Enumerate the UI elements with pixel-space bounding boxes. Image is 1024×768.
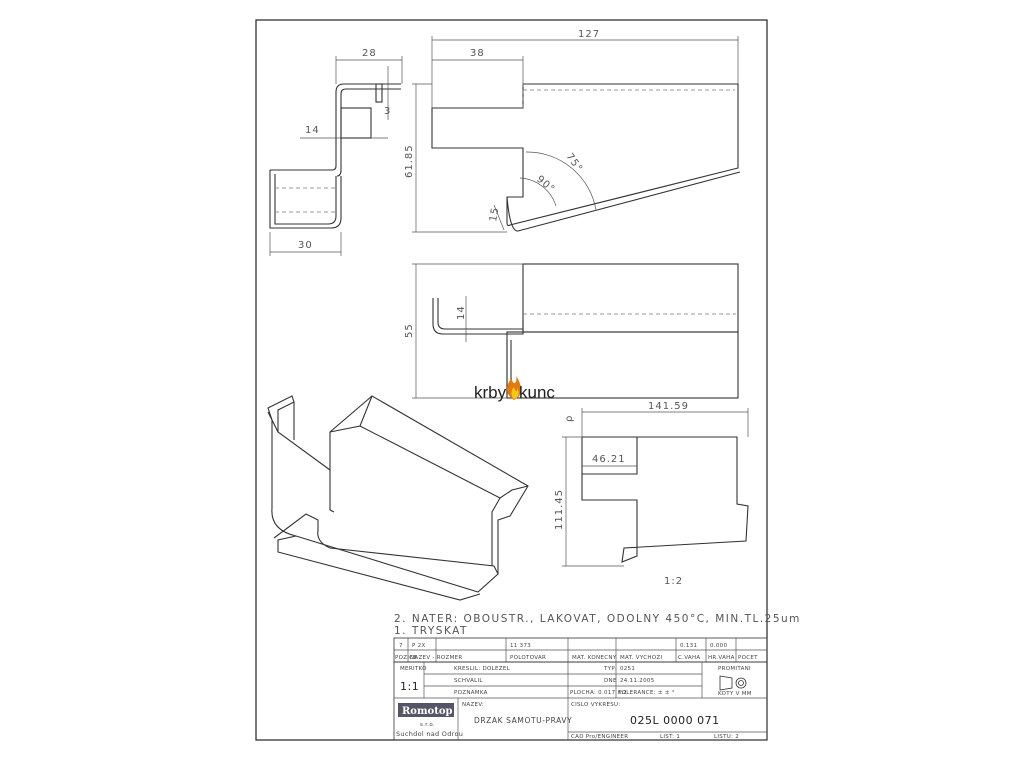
kreslil: KRESLIL: DOLEZEL	[454, 666, 511, 672]
dim-angle-75: 75°	[564, 151, 585, 174]
dim-111-45: 111.45	[554, 489, 565, 530]
parts-header-c-vaha: C.VAHA	[678, 655, 700, 661]
drawing-number: 025L 0000 071	[630, 714, 720, 727]
parts-header-pozice: POZICE	[395, 655, 417, 661]
poznamka: POZNAMKA	[454, 690, 488, 696]
part-code: 11 373	[510, 643, 531, 649]
dim-30: 30	[298, 240, 313, 251]
typ-label: TYP:	[603, 666, 617, 672]
dim-55: 55	[404, 323, 415, 338]
title-block: MERITKO 1:1 KRESLIL: DOLEZEL SCHVALIL PO…	[393, 661, 768, 741]
schvalil: SCHVALIL	[454, 678, 483, 684]
parts-header-mat-konecny: MAT. KONECNY	[572, 655, 617, 661]
tolerance: TOLERANCE: ± ± °	[617, 690, 675, 696]
part-weight-a: 0.131	[680, 643, 697, 649]
parts-header-polotovar: POLOTOVAR	[510, 655, 546, 661]
dim-15: 15	[488, 206, 501, 222]
flat-scale: 1:2	[664, 576, 683, 587]
cislo-label: CISLO VYKRESU:	[571, 702, 621, 708]
plocha: PLOCHA: 0.017 m2	[570, 690, 627, 696]
nazev-label: NAZEV:	[462, 702, 484, 708]
dim-38: 38	[470, 48, 485, 59]
drawing-scale: 1:1	[400, 680, 419, 693]
part-position: 7	[399, 643, 403, 649]
dim-61-85: 61.85	[404, 144, 415, 178]
radius-mark: ρ	[564, 415, 575, 422]
company-sub: s.r.o.	[420, 722, 435, 728]
dim-46-21: 46.21	[592, 454, 626, 465]
dim-3: 3	[384, 106, 391, 117]
note-blasting: 1. TRYSKAT	[394, 625, 468, 637]
date-value: 24.11.2005	[620, 678, 655, 684]
note-coating: 2. NATER: OBOUSTR., LAKOVAT, ODOLNY 450°…	[394, 613, 801, 625]
dim-14-plan: 14	[456, 305, 467, 320]
dim-angle-90: 90°	[534, 174, 557, 196]
koty-label: KOTY V MM	[718, 691, 752, 697]
dim-28: 28	[362, 48, 377, 59]
front-view: 127 38 61.85 75° 90° 15	[404, 29, 741, 233]
dim-14-side: 14	[305, 125, 320, 136]
projection-circle-icon	[735, 677, 747, 689]
dim-127: 127	[578, 29, 600, 40]
parts-list: 7 P 2X 11 373 0.131 0.000 POZICE NAZEV -…	[393, 637, 768, 663]
parts-header-hr-vaha: HR.VAHA	[708, 655, 735, 661]
listu-label: LISTU: 2	[714, 734, 739, 740]
promitani-label: PROMITANI	[718, 666, 751, 672]
flat-pattern-view: 141.59 ρ 46.21 111.45 1:2	[554, 401, 749, 587]
plan-view: 55 14	[404, 263, 739, 399]
side-view: 28 3 14 30	[269, 48, 403, 256]
part-weight-b: 0.000	[710, 643, 727, 649]
dim-141-59: 141.59	[648, 401, 689, 412]
cad-label: CAD Pro/ENGINEER	[571, 734, 628, 740]
part-name: DRZAK SAMOTU-PRAVY	[474, 716, 572, 725]
logo-text-right: kunc	[519, 383, 555, 402]
typ-value: 0251	[620, 666, 635, 672]
isometric-view	[267, 395, 529, 601]
parts-header-pocet: POCET	[738, 655, 758, 661]
projection-cone-icon	[719, 675, 733, 691]
dne-label: DNE	[604, 678, 617, 684]
krby-kunc-logo: krby kunc	[474, 376, 555, 402]
parts-header-nazev: NAZEV - ROZMER	[410, 655, 463, 661]
list-label: LIST: 1	[660, 734, 680, 740]
meritko-label: MERITKO	[400, 666, 427, 672]
logo-text-left: krby	[474, 383, 507, 402]
romotop-logo	[398, 703, 454, 717]
company-name: Romotop	[402, 706, 453, 717]
part-size: P 2X	[412, 643, 426, 649]
parts-header-mat-vychozi: MAT. VYCHOZI	[620, 655, 662, 661]
company-city: Suchdol nad Odrou	[396, 730, 463, 738]
